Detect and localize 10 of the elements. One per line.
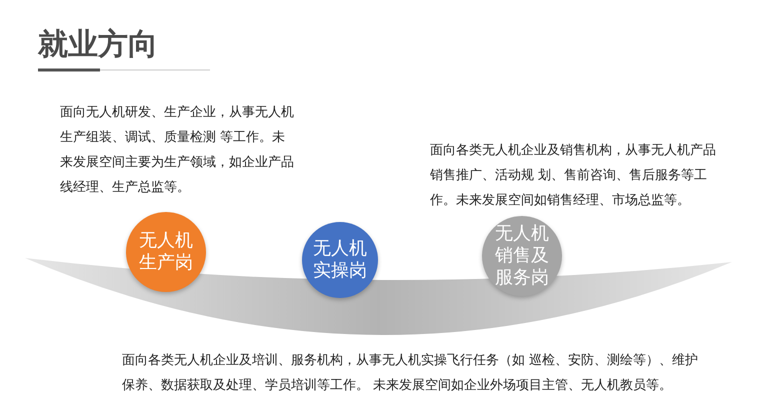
description-text: 面向各类无人机企业及销售机构，从事无人机产品销售推广、活动规 划、售前咨询、售后服务等工作。未来发展空间如销售经理、市场总监等。 <box>430 142 717 210</box>
job-circle <box>126 212 206 292</box>
description-text: 面向各类无人机企业及培训、服务机构，从事无人机实操飞行任务（如 巡检、安防、测绘等）、维护保养、数据获取及处理、学员培训等工作。 未来发展空间如企业外场项目主管、无人机教员等。 <box>122 352 700 395</box>
description-text: 面向无人机研发、生产企业，从事无人机生产组装、调试、质量检测 等工作。未来发展空间主要为生产领域，如企业产品线经理、生产总监等。 <box>60 104 295 197</box>
job-title: 无人机实操岗 <box>312 238 368 282</box>
job-title: 无人机销售及服务岗 <box>494 223 550 289</box>
title: 就业方向 <box>38 26 158 64</box>
job-circle <box>482 216 562 296</box>
job-title: 无人机生产岗 <box>138 230 194 274</box>
job-circle <box>302 222 378 298</box>
